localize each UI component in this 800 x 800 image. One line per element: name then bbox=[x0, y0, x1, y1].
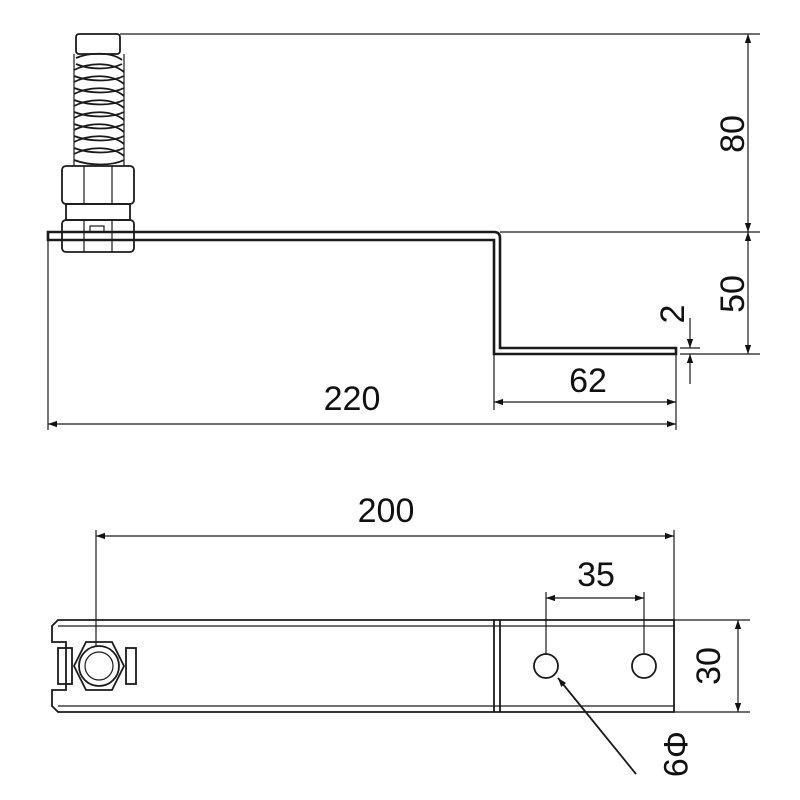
leader-line-hole bbox=[557, 677, 637, 775]
mounting-hole bbox=[533, 653, 559, 679]
mounting-hole bbox=[631, 653, 657, 679]
dimension-hole-diameter: Φ9 bbox=[656, 731, 694, 777]
dimension-80: 80 bbox=[714, 115, 752, 153]
dimension-35: 35 bbox=[577, 556, 615, 594]
cable-spring-icon bbox=[73, 33, 125, 166]
plate-outline bbox=[51, 619, 675, 713]
hex-nut-icon bbox=[57, 641, 137, 691]
bracket-profile bbox=[46, 230, 678, 356]
dimension-50: 50 bbox=[714, 275, 752, 313]
dimension-200: 200 bbox=[358, 492, 415, 530]
dimension-220: 220 bbox=[324, 380, 381, 418]
top-view: 200 35 30 Φ9 bbox=[51, 492, 750, 777]
dimension-30: 30 bbox=[690, 647, 728, 685]
dimension-2: 2 bbox=[654, 305, 692, 324]
dimension-62: 62 bbox=[569, 362, 607, 400]
side-view: 80 50 2 220 62 bbox=[46, 33, 760, 430]
